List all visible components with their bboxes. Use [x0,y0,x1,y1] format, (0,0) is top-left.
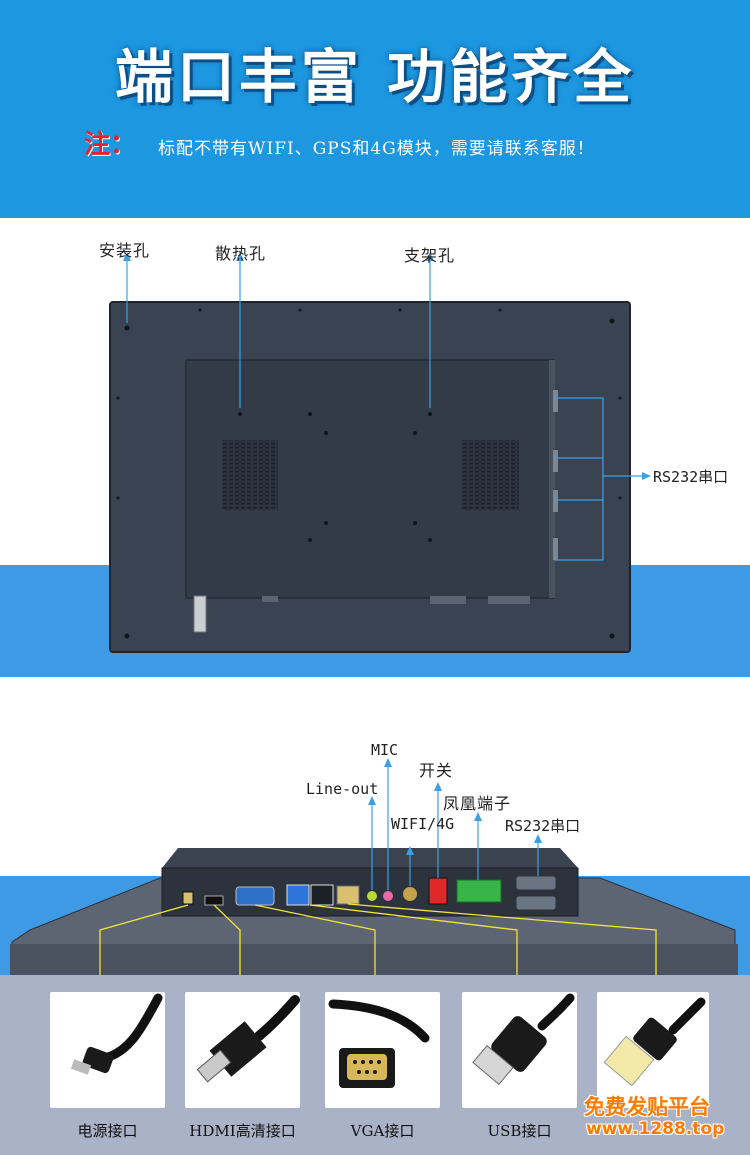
power-card [50,992,165,1108]
caption-power: 电源接口 [77,1122,138,1140]
port-box [161,867,579,917]
usb-card [462,992,577,1108]
caption-usb: USB接口 [487,1122,552,1140]
header-banner [0,0,750,218]
caption-hdmi: HDMI高清接口 [189,1122,296,1140]
rj45-card [597,992,709,1108]
power-switch [428,877,448,905]
wifi-antenna-jack [403,887,417,901]
watermark-title: 免费发贴平台 [584,1095,710,1119]
hdmi-port [204,895,224,906]
label-mount-holes: 安装孔 [99,241,151,260]
right-vent [461,440,519,510]
note-prefix: 注： [84,130,137,160]
label-switch: 开关 [419,761,454,780]
usb-ports-2 [310,884,334,906]
line-out-jack [367,891,377,901]
vga-card [325,992,440,1108]
hdmi-cable-icon [196,995,300,1083]
label-rs232-ports: RS232串口 [505,817,581,835]
label-wifi4g: WIFI/4G [391,815,455,833]
label-bracket-holes: 支架孔 [404,246,456,265]
usb-cable-icon [472,993,575,1086]
vga-port [235,886,275,906]
label-line-out: Line-out [306,780,379,798]
label-mic: MIC [371,741,399,759]
caption-vga: VGA接口 [350,1122,415,1140]
note-text: 标配不带有WIFI、GPS和4G模块，需要请联系客服！ [158,139,595,159]
vga-cable-icon [328,999,430,1088]
watermark-url: www.1288.top [586,1119,725,1139]
antenna-connector [193,595,207,633]
label-phoenix: 凤凰端子 [443,794,512,813]
phoenix-terminal [456,879,502,903]
page-title: 端口丰富 功能齐全 [114,43,636,111]
power-plug-icon [70,993,163,1075]
rear-panel-figure [109,252,651,653]
dc-port [182,891,194,905]
rs232-port-2 [515,895,557,911]
lan-port [336,885,360,905]
rj45-cable-icon [603,997,706,1087]
port-panel-figure [10,758,738,996]
usb-ports-1 [286,884,310,906]
monitor-edge [10,944,738,976]
left-vent [222,440,278,510]
hdmi-card [185,992,300,1108]
label-rs232-rear: RS232串口 [653,468,729,486]
label-vents: 散热孔 [215,244,267,263]
rs232-port-1 [515,875,557,891]
mic-jack [383,891,393,901]
